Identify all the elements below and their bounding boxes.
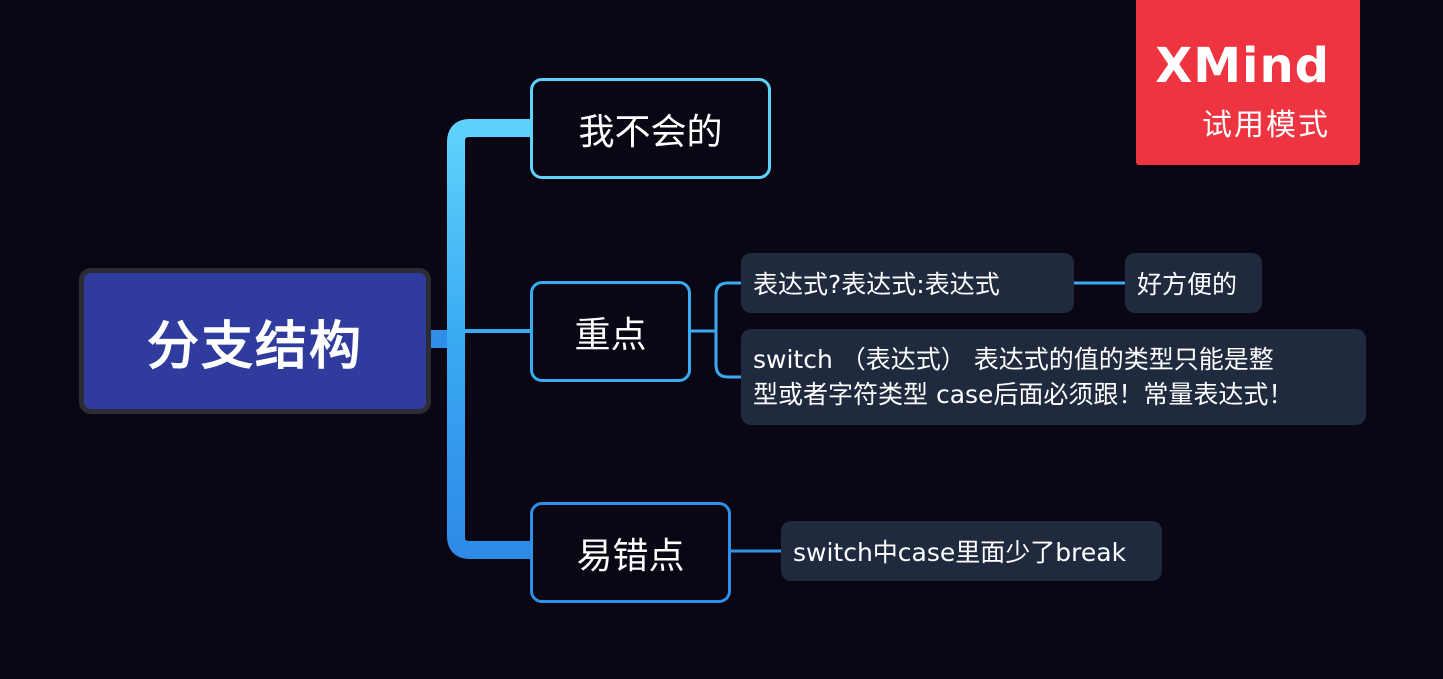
subtopic-switch-rule[interactable]: switch （表达式） 表达式的值的类型只能是整 型或者字符类型 case后面… [741,329,1366,425]
subtopic-convenient[interactable]: 好方便的 [1125,253,1262,313]
subtopic-convenient-label: 好方便的 [1137,270,1238,299]
topic-dont-know[interactable]: 我不会的 [530,78,771,179]
topic-key-points-label: 重点 [574,314,647,356]
topic-common-mistakes-label: 易错点 [576,535,685,577]
trunk-line [447,119,530,559]
xmind-logo: XMind [1155,38,1330,94]
topic-key-points[interactable]: 重点 [530,281,691,382]
key-points-connector [691,281,741,379]
topic-common-mistakes[interactable]: 易错点 [530,502,731,603]
root-topic-label: 分支结构 [146,316,363,377]
trial-watermark: XMind 试用模式 [1136,0,1360,165]
subtopic-missing-break[interactable]: switch中case里面少了break [781,521,1162,581]
subtopic-switch-rule-line2: 型或者字符类型 case后面必须跟！常量表达式！ [753,380,1294,409]
subtopic-switch-rule-line1: switch （表达式） 表达式的值的类型只能是整 [753,345,1274,374]
subtopic-ternary[interactable]: 表达式?表达式:表达式 [741,253,1074,313]
subtopic-ternary-label: 表达式?表达式:表达式 [753,270,1000,299]
root-topic[interactable]: 分支结构 [79,268,431,414]
topic-dont-know-label: 我不会的 [578,111,723,153]
subtopic-missing-break-label: switch中case里面少了break [793,538,1127,567]
trial-mode-label: 试用模式 [1202,108,1330,143]
